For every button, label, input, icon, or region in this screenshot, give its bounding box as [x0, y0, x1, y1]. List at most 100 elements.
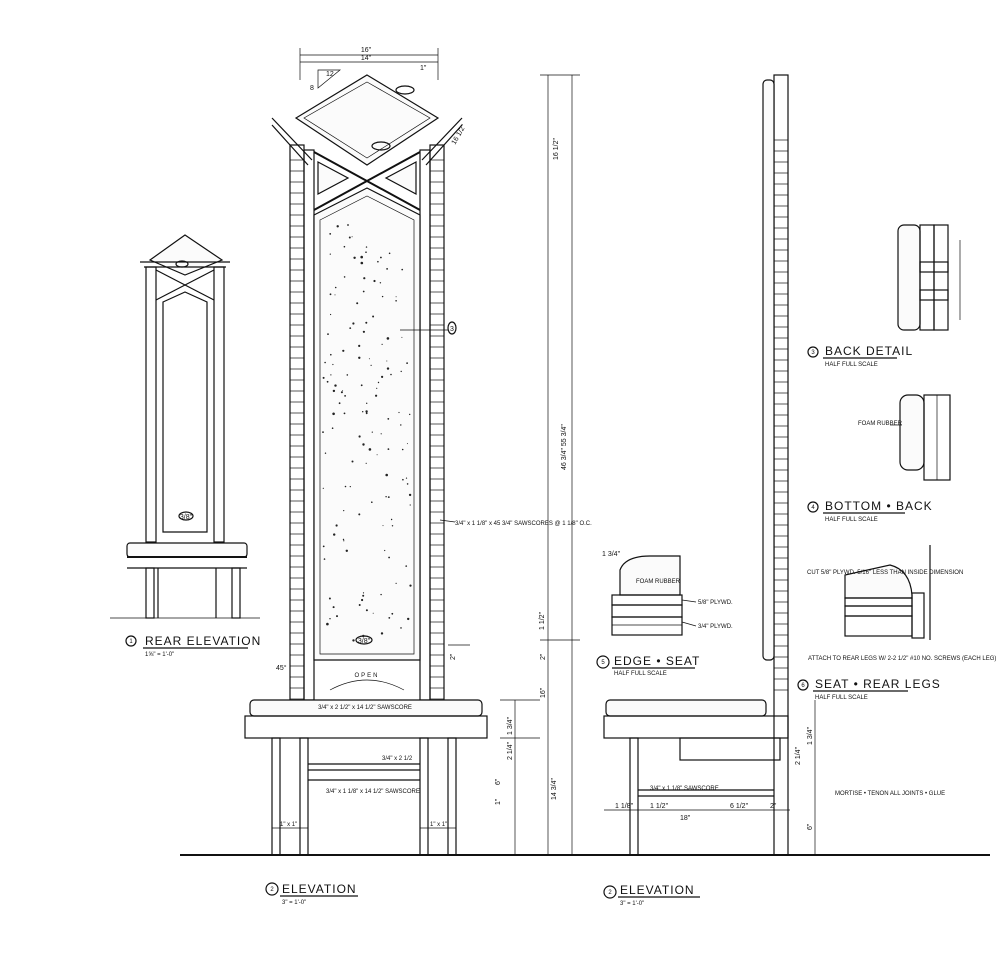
dim-side-top: 1 3/4": [807, 726, 814, 745]
front-right-post: [429, 144, 445, 701]
rear-back-panel: [162, 291, 208, 533]
rear-seat-cushion: [126, 542, 248, 558]
back-detail: [897, 224, 961, 331]
bottom-back-cushion: [899, 394, 925, 471]
dim-edge-top: 1 3/4": [602, 551, 621, 558]
brace-triangle-right: [384, 161, 417, 195]
callout-3-label: 3: [450, 326, 454, 333]
side-view-bubble: [603, 885, 617, 899]
seat-rear-label: SEAT • REAR LEGS: [815, 677, 941, 691]
dim-seat-block: 2": [540, 653, 547, 660]
front-view-bubble: [265, 882, 279, 896]
rear-elevation-title: 1 REAR ELEVATION 1⅝" = 1'-0": [125, 634, 261, 658]
dim-right-top: 16 1/2": [553, 138, 560, 160]
dim-leg-h: 14 3/4": [551, 778, 558, 800]
edge-seat-label: EDGE • SEAT: [614, 654, 700, 668]
dim-leg-right: 1" x 1": [430, 822, 447, 828]
note-edge-ply2: 3/4" PLYWD.: [698, 624, 733, 630]
side-front-leg: [629, 737, 639, 856]
top-knob-upper: [395, 85, 415, 95]
dim-side-mid: 1 1/2": [650, 803, 669, 810]
rear-left-post: [145, 266, 157, 543]
bottom-back-number: 4: [811, 505, 815, 511]
rear-view-number: 1: [129, 639, 133, 645]
open-label: OPEN: [354, 673, 379, 679]
side-elevation-scale: 3" = 1'-0": [620, 901, 644, 907]
front-seat-frame: [244, 715, 488, 739]
note-seat-rear-attach: ATTACH TO REAR LEGS W/ 2-2 1/2" #10 NO. …: [808, 656, 996, 662]
note-back-strips: 3/4" x 1 1/8" x 45 3/4" SAWSCORES @ 1 1/…: [455, 521, 592, 527]
rear-right-post: [213, 266, 225, 543]
side-back-cushion: [762, 79, 775, 661]
seat-rear-number: 6: [801, 683, 805, 689]
dim-side-apron: 2 1/4": [795, 746, 802, 765]
dim-side-left: 1 1/8": [615, 803, 634, 810]
note-seat-rear-cut: CUT 5/8" PLYWD. 5/16" LESS THAN INSIDE D…: [807, 570, 963, 576]
front-back-panel: [313, 187, 421, 661]
dim-side-right: 6 1/2": [730, 803, 749, 810]
front-left-post: [289, 144, 305, 701]
back-detail-number: 3: [811, 350, 815, 356]
side-apron: [679, 737, 781, 761]
back-detail-scale: HALF FULL SCALE: [825, 362, 878, 368]
dim-top-corner: 8: [310, 85, 314, 92]
dim-apron-h: 2 1/4": [507, 741, 514, 760]
back-detail-label: BACK DETAIL: [825, 344, 913, 358]
brace-triangle-left: [317, 161, 350, 195]
side-sawscores: [774, 139, 788, 691]
bottom-back-scale: HALF FULL SCALE: [825, 517, 878, 523]
front-leg-3: [419, 737, 429, 856]
rear-center-mark-label: 3/8": [180, 514, 193, 521]
dim-top-inner: 14": [361, 55, 372, 62]
edge-seat-number: 5: [601, 660, 605, 666]
seat-rear-scale: HALF FULL SCALE: [815, 695, 868, 701]
note-stretcher: 3/4" x 1 1/8" x 14 1/2" SAWSCORE: [326, 789, 420, 795]
top-knob-lower: [371, 141, 391, 151]
back-detail-title: 3 BACK DETAIL HALF FULL SCALE: [807, 344, 913, 368]
dim-side-leg: 2": [770, 803, 777, 810]
front-elevation-title: 2 ELEVATION 3" = 1'-0": [265, 882, 358, 906]
back-detail-cushion: [897, 224, 921, 331]
seat-rear-bubble: [797, 679, 809, 691]
seat-rear-legs-title: 6 SEAT • REAR LEGS HALF FULL SCALE: [797, 677, 941, 701]
rear-right-leg: [231, 567, 241, 619]
bottom-back-label: BOTTOM • BACK: [825, 499, 933, 513]
front-leg-1: [271, 737, 281, 856]
dim-wall-h: 16": [540, 687, 547, 698]
rear-elevation-view: 3/8": [110, 234, 260, 619]
bottom-back-title: 4 BOTTOM • BACK HALF FULL SCALE: [807, 499, 933, 523]
bottom-back-detail: FOAM RUBBER: [858, 394, 951, 481]
dim-frame-angle: 45°: [276, 664, 287, 672]
dim-stretch-h: 6": [495, 778, 502, 785]
front-elevation-scale: 3" = 1'-0": [282, 900, 306, 906]
side-seat-frame: [603, 715, 789, 739]
rear-elevation-label: REAR ELEVATION: [145, 634, 261, 648]
edge-seat-bubble: [596, 655, 610, 669]
dim-seat-h: 1 3/4": [507, 716, 514, 735]
rear-top-diamond: [148, 234, 224, 276]
front-center-mark-label: 3/8": [358, 638, 371, 645]
dim-top-outer: 16": [361, 47, 372, 54]
front-left-sawscores: [290, 159, 304, 700]
side-seat-cushion: [605, 699, 767, 717]
edge-seat-detail: 1 3/4" FOAM RUBBER 5/8" PLYWD. 3/4" PLYW…: [602, 551, 733, 636]
note-edge-ply1: 5/8" PLYWD.: [698, 600, 733, 606]
front-right-sawscores: [430, 159, 444, 700]
note-seat: 3/4" x 2 1/2" x 14 1/2" SAWSCORE: [318, 705, 412, 711]
front-view-number: 2: [270, 887, 274, 893]
rear-left-leg: [145, 567, 155, 619]
edge-seat-scale: HALF FULL SCALE: [614, 671, 667, 677]
note-apron: 3/4" x 2 1/2: [382, 756, 413, 762]
dim-leg-left: 1" x 1": [280, 822, 297, 828]
dim-top-left: 12: [326, 71, 334, 78]
dim-slot: 1 1/2": [539, 611, 546, 630]
back-panel-stipple: [322, 224, 412, 642]
dim-leg-gap: 2": [450, 653, 457, 660]
back-detail-bubble: [807, 346, 819, 358]
front-leg-2: [299, 737, 309, 856]
top-diamond-planter: [294, 74, 440, 166]
side-elevation-view: 1 1/8" 1 1/2" 18" 6 1/2" 2" 3/4" x 1 1/8…: [603, 74, 945, 856]
note-bottom-foam: FOAM RUBBER: [858, 421, 903, 427]
bottom-back-bubble: [807, 501, 819, 513]
